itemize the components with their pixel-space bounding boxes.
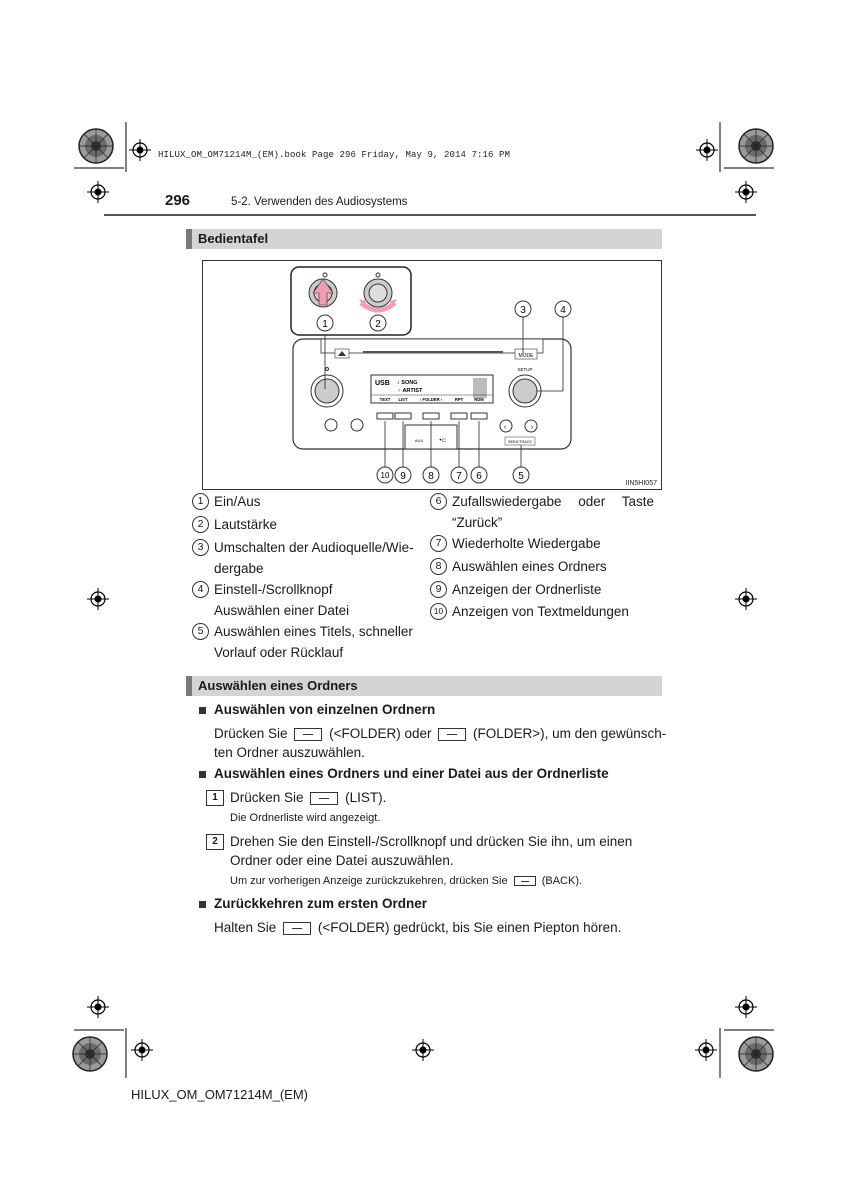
svg-text:‹: ‹ <box>504 424 507 431</box>
section-title-ordner: Auswählen eines Ordners <box>186 676 662 696</box>
callout-number-1: 1 <box>192 493 209 510</box>
control-panel-illustration: 1 2 MODE SETUP USB ♪ SONG ♂ ARTIST TEXT L… <box>290 266 572 484</box>
file-info-line: HILUX_OM_OM71214M_(EM).book Page 296 Fri… <box>158 150 511 160</box>
step2-line2: Ordner oder eine Datei auszuwählen. <box>230 853 454 868</box>
back-button-icon <box>513 876 536 887</box>
svg-text:6: 6 <box>476 471 482 482</box>
callout-number-7: 7 <box>430 535 447 552</box>
text-segment: (<FOLDER) oder <box>329 726 432 741</box>
bullet-square <box>199 901 206 908</box>
list-button-icon <box>310 791 339 805</box>
text-segment: Um zur vorherigen Anzeige zurückzukehren… <box>230 875 508 887</box>
callout-text: Wiederholte Wiedergabe <box>452 536 601 551</box>
seek-label: SEEK/TRACK <box>508 440 533 444</box>
callout-text: Lautstärke <box>214 517 278 532</box>
svg-text:8: 8 <box>428 471 434 482</box>
callout-text: Anzeigen der Ordnerliste <box>452 582 602 597</box>
svg-text:7: 7 <box>456 471 462 482</box>
folder-back-button-icon <box>283 921 312 935</box>
bullet-square <box>199 771 206 778</box>
callout-text: dergabe <box>214 561 264 576</box>
subheading-einzelne-ordner: Auswählen von einzelnen Ordnern <box>214 702 436 717</box>
callout-text: Auswählen einer Datei <box>214 603 350 618</box>
callout-number-2: 2 <box>192 516 209 533</box>
header-rule <box>104 214 756 216</box>
callout-number-3: 3 <box>192 539 209 556</box>
instruction-line-2: ten Ordner auszuwählen. <box>214 745 365 760</box>
svg-text:•⊂: •⊂ <box>439 438 446 444</box>
svg-text:9: 9 <box>400 471 406 482</box>
callout-text: Auswählen eines Ordners <box>452 559 607 574</box>
instruction-line: Drücken Sie (<FOLDER) oder (FOLDER>), um… <box>214 724 666 743</box>
softkey-button <box>450 412 468 420</box>
bullet-square <box>199 707 206 714</box>
text-segment: Drücken Sie <box>214 726 288 741</box>
callout-number-9: 9 <box>430 581 447 598</box>
callout-text: Umschalten der Audioquelle/Wie- <box>214 540 414 555</box>
svg-text:1: 1 <box>322 319 328 330</box>
mode-label: MODE <box>519 353 535 359</box>
callout-number-8: 8 <box>430 558 447 575</box>
callout-number-10: 10 <box>430 603 447 620</box>
page-number: 296 <box>165 192 191 209</box>
svg-text:4: 4 <box>560 305 566 316</box>
instruction-line-hold: Halten Sie (<FOLDER) gedrückt, bis Sie e… <box>214 918 621 937</box>
folder-forward-button-icon <box>438 727 467 741</box>
subheading-ordnerliste: Auswählen eines Ordners und einer Datei … <box>214 766 609 781</box>
softkey-button <box>376 412 394 420</box>
svg-text:2: 2 <box>375 319 381 330</box>
softkey-label: ‹ FOLDER › <box>420 397 443 402</box>
callout-number-5: 5 <box>192 623 209 640</box>
folder-back-button-icon <box>294 727 323 741</box>
text-segment: Halten Sie <box>214 920 277 935</box>
step2-line1: Drehen Sie den Einstell-/Scrollknopf und… <box>230 834 633 849</box>
callout-text: Einstell-/Scrollknopf <box>214 582 333 597</box>
display-song: ♪ SONG <box>397 380 417 386</box>
softkey-button <box>470 412 488 420</box>
figure-code: IIN5HI057 <box>625 480 657 487</box>
aux-label: AUX <box>415 438 424 443</box>
step-number-1: 1 <box>206 790 224 806</box>
callout-text: Auswählen eines Titels, schneller <box>214 624 413 639</box>
softkey-label: TEXT <box>380 397 391 402</box>
text-segment: Drücken Sie <box>230 790 304 805</box>
step1-text: Drücken Sie (LIST). <box>230 788 386 807</box>
display-artist: ♂ ARTIST <box>397 388 423 394</box>
control-panel-figure: 1 2 MODE SETUP USB ♪ SONG ♂ ARTIST TEXT L… <box>202 260 662 490</box>
text-segment: (<FOLDER) gedrückt, bis Sie einen Piepto… <box>317 920 622 935</box>
softkey-button <box>394 412 412 420</box>
subheading-erster-ordner: Zurückkehren zum ersten Ordner <box>214 896 428 911</box>
step1-note: Die Ordnerliste wird angezeigt. <box>230 812 381 824</box>
callout-number-4: 4 <box>192 581 209 598</box>
softkey-label: RPT <box>455 397 464 402</box>
step-number-2: 2 <box>206 834 224 850</box>
footer-code: HILUX_OM_OM71214M_(EM) <box>131 1087 308 1102</box>
callout-text: Zufallswiedergabe oder Taste <box>452 494 654 509</box>
softkey-button <box>422 412 440 420</box>
section-title-bedientafel: Bedientafel <box>186 229 662 249</box>
callout-text: Anzeigen von Textmeldungen <box>452 604 629 619</box>
svg-text:5: 5 <box>518 471 524 482</box>
text-segment: (BACK). <box>541 875 583 887</box>
callout-text: Ein/Aus <box>214 494 261 509</box>
chapter-title: 5-2. Verwenden des Audiosystems <box>231 196 408 208</box>
display-source: USB <box>375 380 390 387</box>
callout-text: Vorlauf oder Rücklauf <box>214 645 344 660</box>
softkey-label: RDM <box>474 397 484 402</box>
text-segment: (FOLDER>), um den gewünsch- <box>473 726 667 741</box>
callout-number-6: 6 <box>430 493 447 510</box>
setup-label: SETUP <box>517 367 532 372</box>
softkey-label: LIST <box>398 397 408 402</box>
step2-note: Um zur vorherigen Anzeige zurückzukehren… <box>230 875 582 887</box>
callout-text: “Zurück” <box>452 515 503 530</box>
svg-text:3: 3 <box>520 305 526 316</box>
svg-text:›: › <box>531 424 534 431</box>
svg-text:10: 10 <box>381 471 390 480</box>
text-segment: (LIST). <box>345 790 387 805</box>
